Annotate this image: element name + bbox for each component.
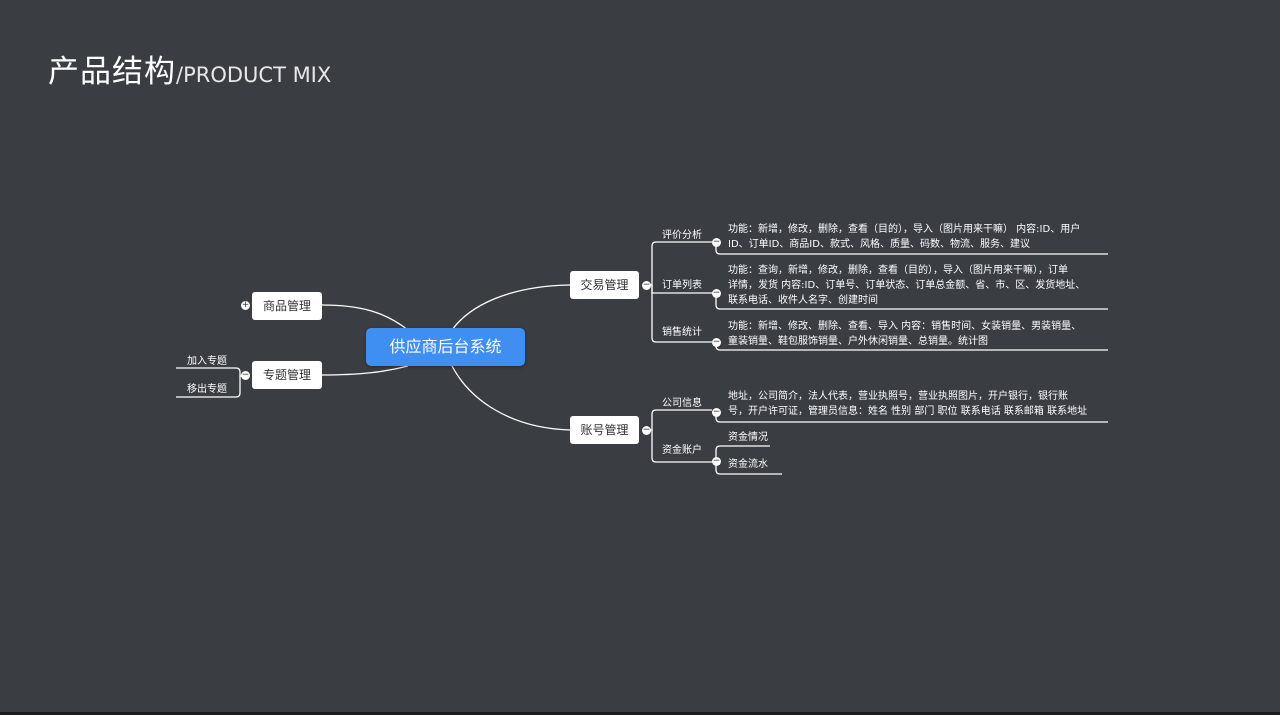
- collapse-icon[interactable]: −: [241, 370, 250, 380]
- collapse-icon[interactable]: −: [712, 407, 721, 417]
- orders-desc: 功能：查询，新增，修改，删除，查看（目的），导入（图片用来干嘛），订单 详情，发…: [728, 265, 1086, 306]
- collapse-icon[interactable]: −: [642, 280, 651, 290]
- node-topic-mgmt[interactable]: 专题管理: [252, 361, 322, 389]
- link-funds-children: [715, 445, 770, 462]
- sales-desc: 功能：新增、修改、删除、查看、导入 内容：销售时间、女装销量、男装销量、 童装销…: [728, 321, 1082, 347]
- link-trade-review: [647, 241, 712, 286]
- title-cn: 产品结构: [48, 54, 176, 90]
- collapse-icon[interactable]: −: [712, 288, 721, 298]
- link-trade-sales: [651, 285, 712, 343]
- node-funds-account[interactable]: 资金账户: [662, 445, 702, 456]
- link-root-trade: [451, 284, 571, 331]
- collapse-icon[interactable]: −: [642, 425, 651, 435]
- review-desc: 功能：新增，修改，删除，查看（目的），导入（图片用来干嘛） 内容:ID、用户 I…: [728, 224, 1081, 250]
- link-root-account: [451, 365, 571, 431]
- link-review-desc: [715, 242, 1108, 255]
- node-funds-status[interactable]: 资金情况: [728, 432, 768, 443]
- node-order-list[interactable]: 订单列表: [662, 280, 702, 291]
- bottom-border: [0, 712, 1280, 715]
- collapse-icon[interactable]: −: [712, 237, 721, 247]
- link-orders-desc: [715, 293, 1108, 310]
- node-company-info[interactable]: 公司信息: [662, 398, 702, 409]
- link-company-desc: [715, 412, 1108, 423]
- node-sales-stats[interactable]: 销售统计: [662, 327, 702, 338]
- node-account-mgmt[interactable]: 账号管理: [570, 416, 639, 444]
- link-topic-remove: [176, 376, 241, 398]
- collapse-icon[interactable]: −: [712, 337, 721, 347]
- page-title: 产品结构/PRODUCT MIX: [48, 46, 331, 91]
- link-account-company: [647, 409, 712, 431]
- node-product-mgmt[interactable]: 商品管理: [252, 292, 322, 320]
- link-topic-join: [176, 367, 246, 377]
- node-topic-remove[interactable]: 移出专题: [187, 384, 227, 395]
- node-topic-join[interactable]: 加入专题: [187, 356, 227, 367]
- root-node[interactable]: 供应商后台系统: [366, 328, 525, 366]
- link-funds-flow: [715, 462, 782, 475]
- title-en: /PRODUCT MIX: [176, 63, 332, 87]
- node-trade-mgmt[interactable]: 交易管理: [570, 271, 639, 299]
- link-account-funds: [651, 430, 712, 463]
- company-desc: 地址，公司简介，法人代表，营业执照号，营业执照图片，开户银行，银行账 号，开户许…: [728, 391, 1088, 417]
- node-review-analysis[interactable]: 评价分析: [662, 230, 702, 241]
- node-funds-flow[interactable]: 资金流水: [728, 459, 768, 470]
- link-root-topic: [321, 365, 409, 376]
- link-root-product: [321, 304, 409, 331]
- expand-icon[interactable]: +: [241, 300, 250, 310]
- collapse-icon[interactable]: −: [712, 456, 721, 466]
